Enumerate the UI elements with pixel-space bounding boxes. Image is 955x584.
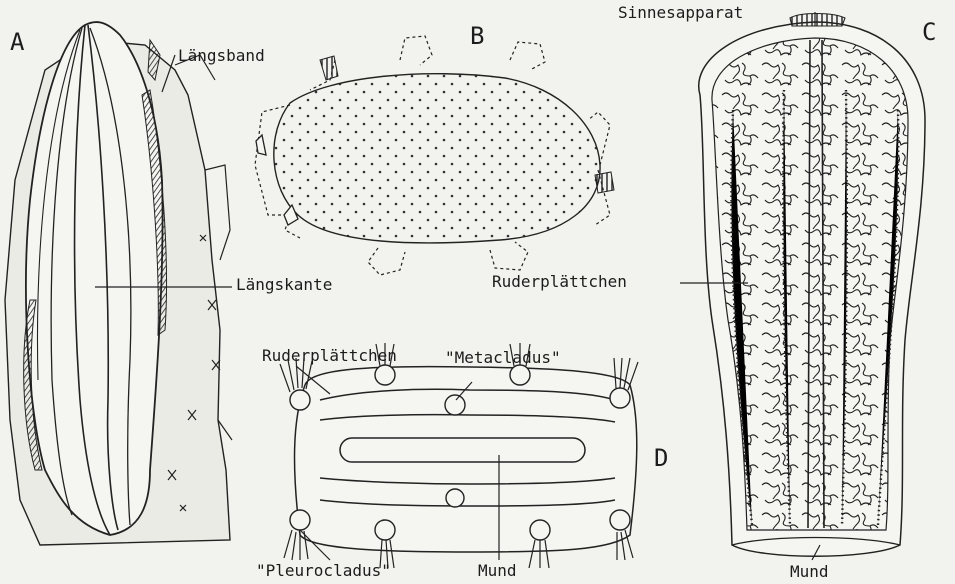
panel-b-drawing	[255, 36, 614, 275]
panel-b-body	[274, 74, 600, 243]
panel-a-letter: A	[10, 30, 24, 54]
label-d-ruderplaettchen: Ruderplättchen	[262, 348, 397, 364]
label-laengsband: Längsband	[178, 48, 265, 64]
label-sinnesapparat: Sinnesapparat	[618, 5, 743, 21]
label-c-mund: Mund	[790, 564, 829, 580]
panel-b-letter: B	[470, 24, 484, 48]
label-c-ruderplaettchen: Ruderplättchen	[492, 274, 627, 290]
panel-a-drawing	[5, 22, 232, 545]
label-pleurocladus: "Pleurocladus"	[256, 563, 391, 579]
label-metacladus: "Metacladus"	[445, 350, 561, 366]
panel-c-drawing	[680, 12, 925, 560]
label-d-mund: Mund	[478, 563, 517, 579]
panel-c-letter: C	[922, 20, 936, 44]
panel-d-drawing	[280, 343, 638, 568]
panel-d-letter: D	[654, 446, 668, 470]
label-laengskante: Längskante	[236, 277, 332, 293]
